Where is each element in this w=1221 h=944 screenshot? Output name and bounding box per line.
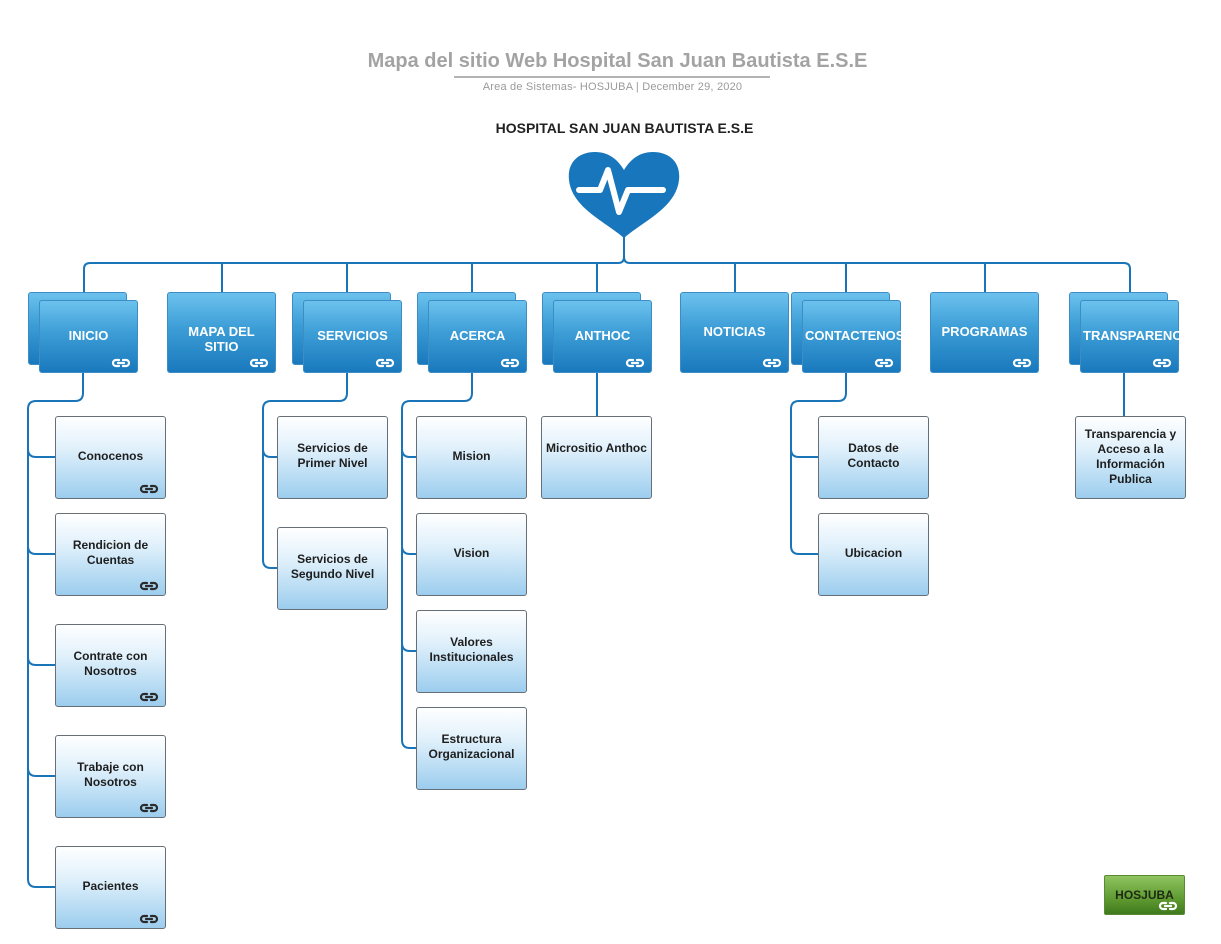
link-icon xyxy=(111,358,131,368)
page-card[interactable]: Servicios de Segundo Nivel xyxy=(277,527,388,610)
link-icon xyxy=(874,358,894,368)
connector-line xyxy=(27,767,55,777)
section-card-contactenos[interactable]: CONTACTENOS xyxy=(802,300,905,373)
section-label: ANTHOC xyxy=(574,328,631,343)
page-card[interactable]: Estructura Organizacional xyxy=(416,707,527,790)
page-card[interactable]: Rendicion de Cuentas xyxy=(55,513,166,596)
connector-line xyxy=(401,448,416,458)
link-icon xyxy=(1152,358,1172,368)
connector-line xyxy=(27,545,55,555)
page-label: Contrate con Nosotros xyxy=(73,649,148,678)
page-label: Micrositio Anthoc xyxy=(546,441,647,455)
link-icon xyxy=(625,358,645,368)
hosjuba-label: HOSJUBA xyxy=(1115,888,1174,902)
section-label: NOTICIAS xyxy=(703,324,766,339)
page-card[interactable]: Micrositio Anthoc xyxy=(541,416,652,499)
connector-line xyxy=(83,256,625,292)
section-label: ACERCA xyxy=(449,328,506,343)
page-card[interactable]: Contrate con Nosotros xyxy=(55,624,166,707)
page-label: Mision xyxy=(452,449,491,463)
link-icon xyxy=(249,358,269,368)
section-card-inicio[interactable]: INICIO xyxy=(39,300,138,373)
link-icon xyxy=(1012,358,1032,368)
page-card[interactable]: Conocenos xyxy=(55,416,166,499)
org-title: HOSPITAL SAN JUAN BAUTISTA E.S.E xyxy=(495,120,754,136)
section-card-servicios[interactable]: SERVICIOS xyxy=(303,300,402,373)
section-card-programas[interactable]: PROGRAMAS xyxy=(930,292,1039,373)
link-icon xyxy=(139,581,159,591)
link-icon xyxy=(139,692,159,702)
page-label: Transparencia y Acceso a la Información … xyxy=(1084,427,1177,486)
page-card[interactable]: Ubicacion xyxy=(818,513,929,596)
page-card[interactable]: Mision xyxy=(416,416,527,499)
page-card[interactable]: Pacientes xyxy=(55,846,166,929)
link-icon xyxy=(762,358,782,368)
section-label: SERVICIOS xyxy=(317,328,388,343)
page-card[interactable]: Valores Institucionales xyxy=(416,610,527,693)
page-label: Rendicion de Cuentas xyxy=(72,538,149,567)
section-label: CONTACTENOS xyxy=(805,328,905,343)
page-label: Conocenos xyxy=(77,449,144,463)
hosjuba-button[interactable]: HOSJUBA xyxy=(1104,875,1185,915)
link-icon xyxy=(139,914,159,924)
section-label: TRANSPARENCIA xyxy=(1083,328,1195,343)
link-icon xyxy=(375,358,395,368)
section-card-mapa-del-sitio[interactable]: MAPA DEL SITIO xyxy=(167,292,276,373)
connector-line xyxy=(790,448,818,458)
link-icon xyxy=(500,358,520,368)
page-label: Vision xyxy=(453,546,490,560)
page-label: Estructura Organizacional xyxy=(428,732,515,761)
page-label: Trabaje con Nosotros xyxy=(77,760,144,789)
connector-line xyxy=(262,448,277,458)
section-label: MAPA DEL SITIO xyxy=(188,324,255,354)
page-label: Datos de Contacto xyxy=(847,441,900,470)
connector-line xyxy=(623,236,1131,292)
link-icon xyxy=(1158,901,1178,911)
page-card[interactable]: Transparencia y Acceso a la Información … xyxy=(1075,416,1186,499)
section-card-transparencia[interactable]: TRANSPARENCIA xyxy=(1080,300,1195,373)
section-label: PROGRAMAS xyxy=(941,324,1028,339)
connector-line xyxy=(401,642,416,652)
page-card[interactable]: Datos de Contacto xyxy=(818,416,929,499)
section-card-noticias[interactable]: NOTICIAS xyxy=(680,292,789,373)
page-title: Mapa del sitio Web Hospital San Juan Bau… xyxy=(367,50,868,72)
section-label: INICIO xyxy=(68,328,109,343)
section-card-anthoc[interactable]: ANTHOC xyxy=(553,300,652,373)
connector-line xyxy=(27,448,55,458)
page-label: Pacientes xyxy=(82,879,139,893)
heart-pulse-icon xyxy=(568,152,680,238)
page-subtitle: Area de Sistemas- HOSJUBA | December 29,… xyxy=(482,81,743,93)
page-card[interactable]: Trabaje con Nosotros xyxy=(55,735,166,818)
link-icon xyxy=(139,484,159,494)
link-icon xyxy=(139,803,159,813)
page-label: Ubicacion xyxy=(844,546,903,560)
page-label: Servicios de Primer Nivel xyxy=(297,441,368,470)
connector-line xyxy=(27,656,55,666)
title-divider xyxy=(454,76,770,78)
connector-line xyxy=(401,545,416,555)
section-card-acerca[interactable]: ACERCA xyxy=(428,300,527,373)
page-label: Servicios de Segundo Nivel xyxy=(290,552,375,581)
page-card[interactable]: Servicios de Primer Nivel xyxy=(277,416,388,499)
page-card[interactable]: Vision xyxy=(416,513,527,596)
page-label: Valores Institucionales xyxy=(429,635,514,664)
